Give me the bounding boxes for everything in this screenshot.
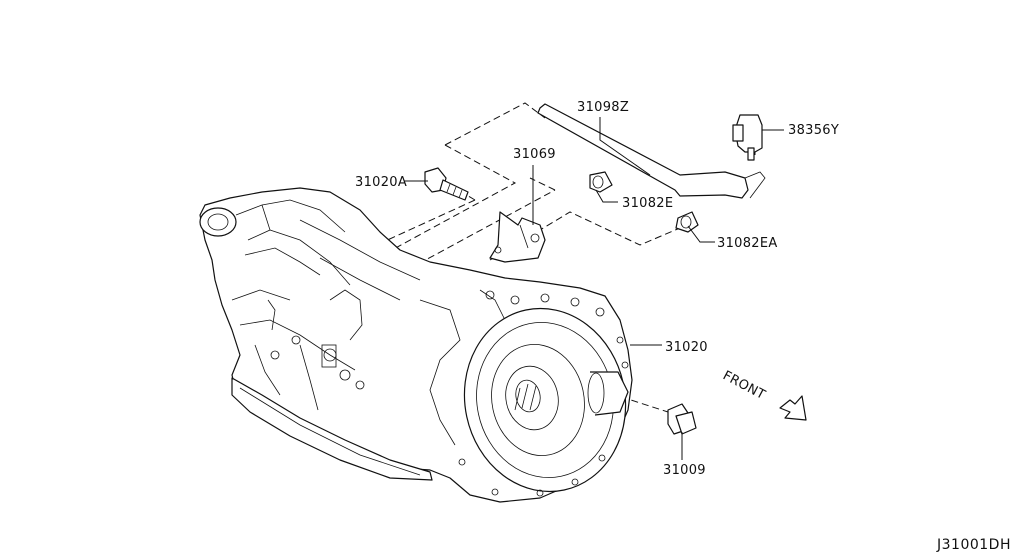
oil-cooler-tube xyxy=(537,103,766,199)
label-31069: 31069 xyxy=(513,147,556,162)
drain-plug-31009 xyxy=(667,403,697,435)
label-31020a: 31020A xyxy=(355,175,407,190)
reference-code: J31001DH xyxy=(936,537,1011,553)
clip-31082ea xyxy=(675,211,699,233)
label-38356y: 38356Y xyxy=(788,123,839,138)
label-31082e: 31082E xyxy=(622,196,673,211)
front-label: FRONT xyxy=(720,368,768,403)
bolt-31020a xyxy=(424,167,469,201)
label-31082ea: 31082EA xyxy=(717,236,778,251)
clip-31082e xyxy=(589,171,613,193)
connector-part xyxy=(732,114,763,161)
front-direction-arrow xyxy=(779,395,807,421)
label-31020: 31020 xyxy=(665,340,708,355)
label-31098z: 31098Z xyxy=(577,100,629,115)
transmission-assembly xyxy=(199,187,633,503)
label-31009: 31009 xyxy=(663,463,706,478)
leader-lines xyxy=(404,117,784,460)
bracket-part xyxy=(489,211,546,263)
